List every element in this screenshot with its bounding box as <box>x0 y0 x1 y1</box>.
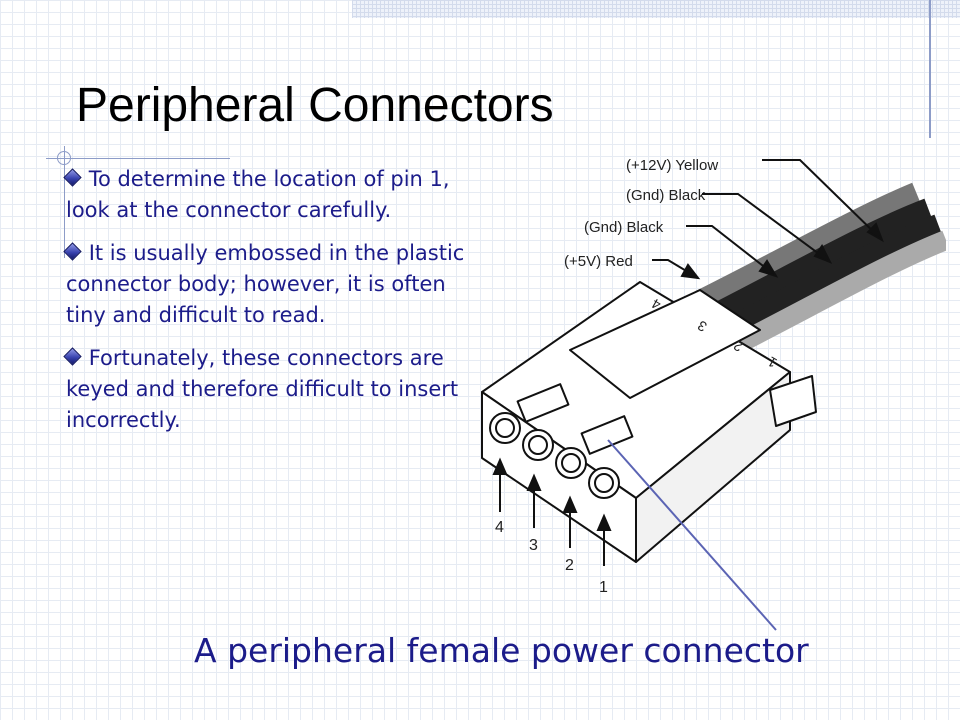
leader-arrowhead <box>813 244 833 264</box>
decorative-header-pattern <box>352 0 960 18</box>
bullet-item: To determine the location of pin 1, look… <box>63 164 466 226</box>
key-slot-left <box>516 383 570 423</box>
pin-number-labels: 4 3 2 1 <box>495 519 608 596</box>
slide-title: Peripheral Connectors <box>76 79 554 132</box>
pin-arrowhead <box>562 495 578 513</box>
connector-diagram: 4 3 2 1 (+12V) Yellow (Gnd) Black (Gnd) … <box>481 157 946 596</box>
bullet-item: It is usually embossed in the plastic co… <box>63 238 466 331</box>
connector-ridge <box>569 289 761 399</box>
wire-label: (+12V) Yellow <box>626 157 718 174</box>
pin-number: 2 <box>565 557 574 574</box>
leader-line <box>762 159 883 241</box>
bullet-text: To determine the location of pin 1, look… <box>66 167 450 222</box>
wire-bundle <box>695 182 946 354</box>
pin-socket-inner <box>594 473 614 493</box>
pin-arrowhead <box>492 457 508 475</box>
leader-arrowhead <box>866 222 884 243</box>
leader-line <box>686 225 777 277</box>
leader-line <box>702 193 831 263</box>
wire-label: (Gnd) Black <box>584 219 664 236</box>
decorative-crosshair-horizontal <box>46 158 230 159</box>
pin-socket-inner <box>528 435 548 455</box>
wire-yellow <box>695 182 920 309</box>
wire-label: (+5V) Red <box>564 253 633 270</box>
diamond-bullet-icon <box>63 168 82 187</box>
bullet-list: To determine the location of pin 1, look… <box>63 164 466 448</box>
wire-labels: (+12V) Yellow (Gnd) Black (Gnd) Black (+… <box>564 157 718 270</box>
connector-latch <box>769 375 817 427</box>
decorative-vertical-line <box>929 0 931 138</box>
pin-sockets <box>489 412 620 499</box>
pin-number: 4 <box>495 519 504 536</box>
diamond-bullet-icon <box>63 347 82 366</box>
diamond-bullet-icon <box>63 242 82 261</box>
decorative-crosshair-vertical <box>64 146 65 258</box>
pin-arrows <box>492 457 612 566</box>
wire-label: (Gnd) Black <box>626 187 706 204</box>
wire-black-1 <box>707 198 932 324</box>
pin-number: 3 <box>529 537 538 554</box>
wire-red <box>731 230 946 354</box>
pin-arrowhead <box>526 473 542 491</box>
bullet-item: Fortunately, these connectors are keyed … <box>63 343 466 436</box>
pin-socket-inner <box>495 418 515 438</box>
diagram-caption: A peripheral female power connector <box>194 631 809 670</box>
bullet-text: It is usually embossed in the plastic co… <box>66 241 465 327</box>
bullet-text: Fortunately, these connectors are keyed … <box>66 346 459 432</box>
leader-lines <box>652 159 884 280</box>
pin-socket-inner <box>561 453 581 473</box>
pin-number: 1 <box>599 579 608 596</box>
decorative-crosshair-ring <box>57 151 71 165</box>
pin-arrowhead <box>596 513 612 531</box>
leader-arrowhead <box>758 259 779 278</box>
wire-black-2 <box>719 214 942 339</box>
leader-arrowhead <box>680 263 701 280</box>
